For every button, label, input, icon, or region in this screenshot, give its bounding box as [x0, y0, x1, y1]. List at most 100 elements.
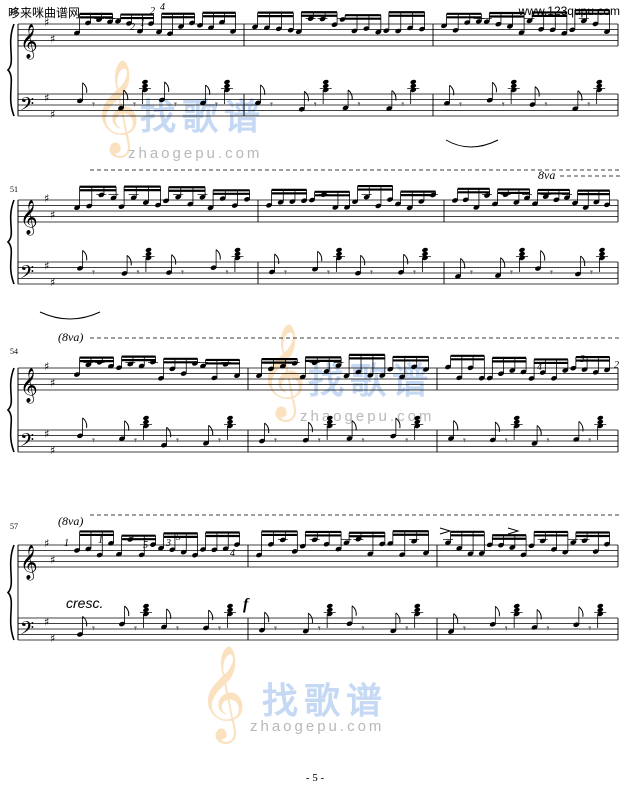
chord-note-head: [336, 255, 342, 261]
chord-note-head: [513, 611, 520, 617]
note-head: [489, 437, 496, 443]
note-flag: [360, 254, 366, 266]
note-head: [332, 205, 339, 210]
eighth-rest-icon: 𝄾: [92, 622, 95, 635]
note-head: [244, 196, 250, 202]
note-head: [399, 374, 406, 380]
note-head: [448, 629, 454, 634]
note-head: [464, 20, 471, 25]
chord-note-head: [414, 415, 421, 421]
note-head: [528, 543, 535, 549]
chord-note-head: [227, 415, 233, 421]
note-flag: [395, 612, 401, 623]
chord-note-head: [519, 255, 525, 261]
slur: [39, 311, 101, 320]
note-head: [551, 376, 557, 381]
note-flag: [123, 89, 129, 101]
note-head: [529, 102, 536, 107]
eighth-rest-icon: 𝄾: [134, 622, 137, 635]
note-head: [259, 627, 265, 633]
note-head: [419, 26, 425, 32]
note-head: [367, 373, 374, 378]
note-flag: [534, 86, 540, 97]
fingering: 4: [230, 548, 235, 559]
note-head: [551, 546, 557, 552]
note-head: [211, 375, 218, 381]
fingering: 1: [98, 535, 103, 546]
note-head: [448, 436, 454, 441]
note-head: [266, 203, 272, 208]
note-head: [279, 363, 286, 369]
note-head: [302, 437, 309, 443]
note-head: [74, 548, 80, 553]
chord-note-head: [142, 87, 148, 93]
note-head: [475, 19, 482, 24]
note-head: [115, 18, 121, 24]
note-head: [107, 19, 113, 25]
note-head: [158, 375, 164, 381]
note-head: [108, 363, 114, 369]
sharp-icon: ♯: [50, 377, 55, 390]
chord-note-head: [234, 255, 241, 261]
note-flag: [495, 605, 501, 617]
chord-note-head: [234, 251, 241, 257]
note-head: [486, 375, 493, 381]
note-head: [383, 28, 390, 33]
eighth-rest-icon: 𝄾: [92, 266, 95, 279]
note-head: [387, 541, 394, 546]
note-head: [367, 551, 374, 557]
eighth-rest-icon: 𝄾: [459, 98, 462, 111]
chord-note-head: [596, 79, 603, 85]
chord-note-head: [227, 603, 233, 609]
note-head: [150, 542, 156, 547]
note-head: [549, 27, 556, 33]
brace: [6, 544, 15, 641]
ottava-mark: (8va): [58, 330, 84, 344]
note-head: [407, 25, 414, 31]
note-head: [161, 442, 167, 448]
note-flag: [82, 249, 88, 261]
note-head: [187, 201, 194, 207]
note-head: [166, 270, 172, 275]
eighth-rest-icon: 𝄾: [370, 266, 373, 279]
chord-note-head: [410, 79, 417, 85]
bass-clef-icon: 𝄢: [20, 95, 34, 120]
note-head: [158, 545, 164, 551]
brace: [6, 367, 15, 453]
note-flag: [460, 257, 466, 269]
chord-note-head: [513, 415, 520, 421]
note-flag: [82, 82, 88, 93]
note-head: [509, 545, 516, 550]
note-head: [524, 195, 530, 201]
note-head: [343, 373, 350, 379]
chord-note-head: [422, 247, 428, 253]
note-head: [513, 200, 520, 205]
note-head: [121, 271, 128, 276]
chord-note-head: [224, 87, 230, 93]
note-head: [295, 29, 302, 35]
note-head: [473, 205, 480, 210]
chord-note-head: [227, 607, 233, 613]
note-flag: [124, 420, 130, 431]
note-head: [355, 369, 362, 375]
note-head: [275, 26, 282, 32]
eighth-rest-icon: 𝄾: [176, 622, 179, 635]
chord-note-head: [326, 611, 333, 617]
chord-note-head: [513, 423, 520, 429]
eighth-rest-icon: 𝄾: [215, 98, 218, 111]
chord-note-head: [143, 419, 149, 425]
note-head: [256, 552, 262, 558]
eighth-rest-icon: 𝄾: [502, 98, 505, 111]
note-head: [142, 200, 149, 205]
note-head: [169, 547, 176, 552]
watermark-latin: zhaogepu.com: [128, 145, 263, 162]
note-flag: [391, 90, 397, 101]
note-head: [592, 370, 599, 375]
note-flag: [308, 612, 314, 624]
note-head: [390, 433, 397, 439]
note-head: [581, 367, 588, 372]
chord-note-head: [597, 607, 604, 613]
note-head: [159, 97, 165, 103]
fingering: 4: [160, 2, 165, 13]
note-head: [255, 100, 261, 106]
